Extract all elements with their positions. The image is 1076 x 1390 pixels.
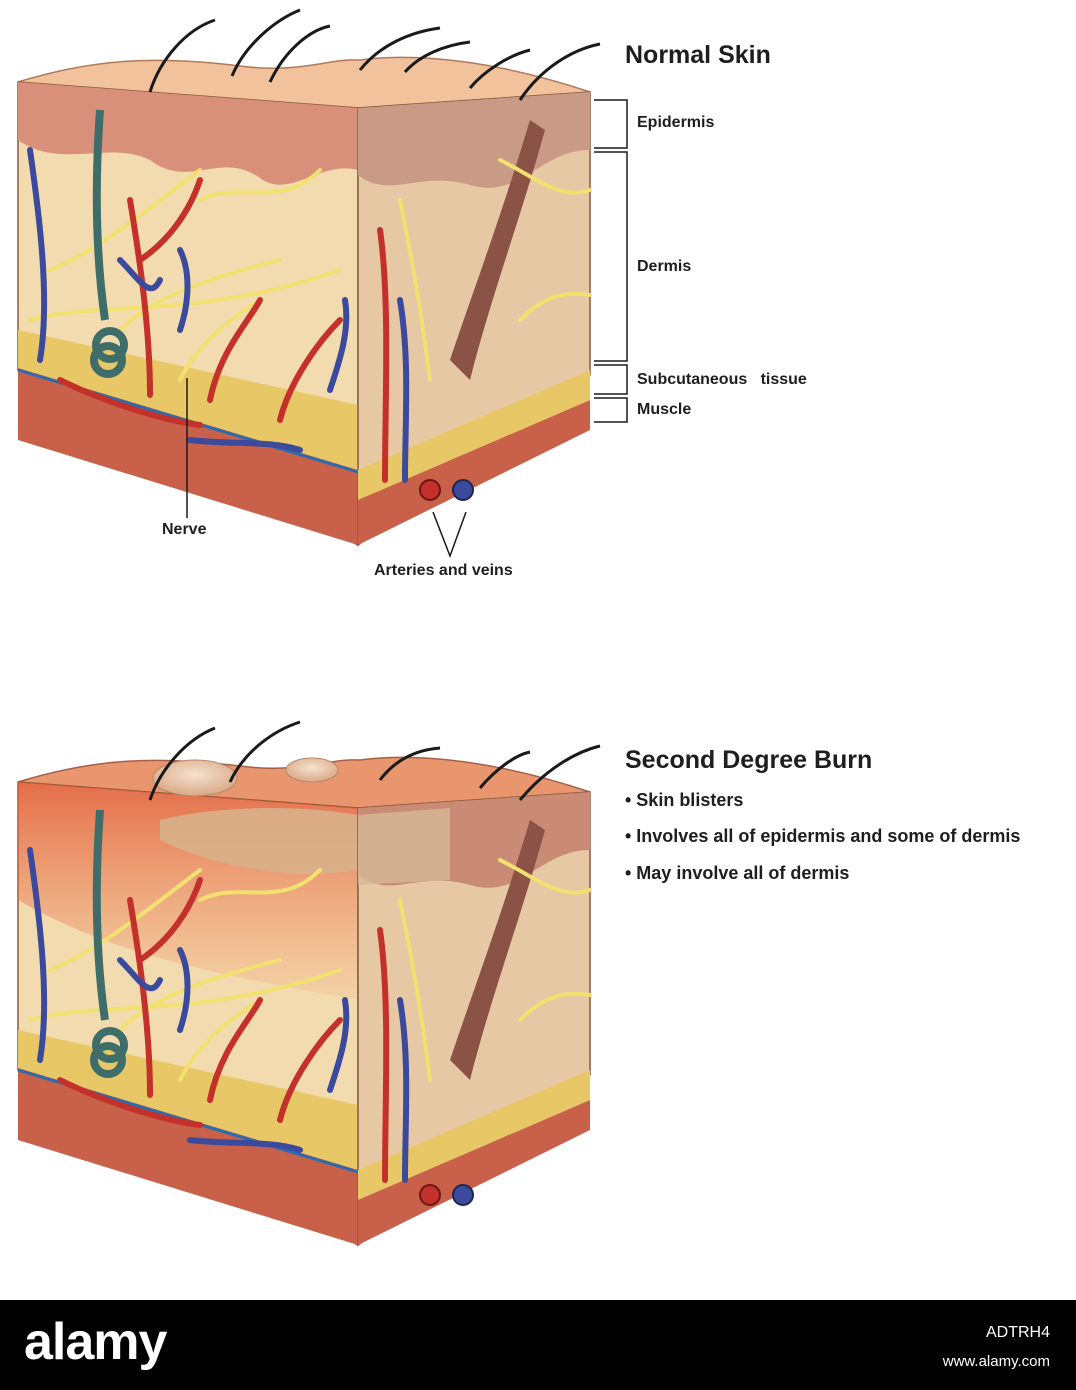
image-id: ADTRH4 (985, 1324, 1050, 1341)
epidermis-label: Epidermis (637, 114, 715, 131)
nerve-label: Nerve (162, 521, 207, 538)
subcutaneous-tissue-label: Subcutaneous tissue (637, 371, 807, 388)
skin-illustrations (17, 8, 628, 1247)
vessels-leader-line (432, 511, 467, 559)
dermis-label: Dermis (637, 258, 692, 275)
watermark-url: www.alamy.com (942, 1353, 1050, 1370)
burn-title: Second Degree Burn (625, 746, 873, 774)
burn-skin-block (17, 720, 601, 1247)
alamy-logo: alamy (24, 1313, 167, 1371)
normal-skin-block (17, 8, 601, 559)
normal-skin-title: Normal Skin (625, 41, 771, 69)
arteries-veins-label: Arteries and veins (374, 562, 513, 579)
burn-point-dermis: • May involve all of dermis (625, 863, 850, 883)
burn-point-blisters: • Skin blisters (625, 790, 744, 810)
burn-point-epidermis: • Involves all of epidermis and some of … (625, 826, 1021, 846)
layer-brackets (594, 99, 628, 423)
muscle-label: Muscle (637, 401, 692, 418)
watermark-footer: alamy ADTRH4 www.alamy.com (0, 1300, 1076, 1390)
